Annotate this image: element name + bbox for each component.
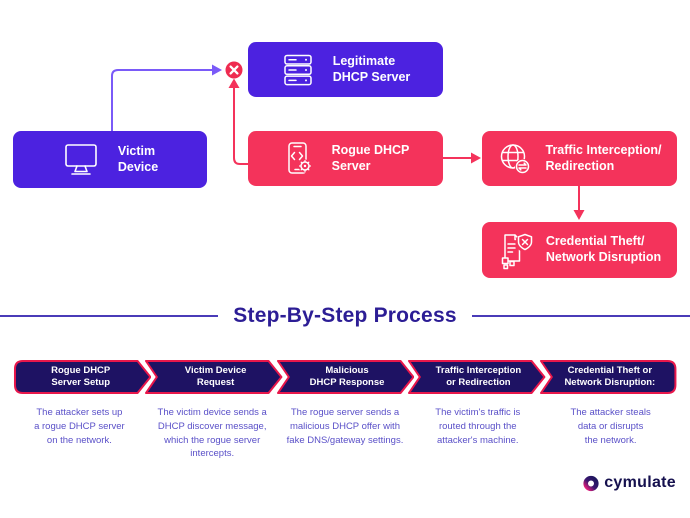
step-2-victim-device-request: Victim Device Request xyxy=(144,359,282,395)
step-title: Rogue DHCP Server Setup xyxy=(51,364,111,388)
step-title: Malicious DHCP Response xyxy=(309,364,385,388)
phone-code-gear-icon xyxy=(287,141,312,174)
traffic-interception-label: Traffic Interception/ Redirection xyxy=(545,142,662,173)
step-title: Credential Theft or Network Disruption: xyxy=(564,364,656,388)
step-1-rogue-dhcp-server-setup: Rogue DHCP Server Setup xyxy=(13,359,151,395)
chevron-shape xyxy=(276,359,414,395)
step-description: The victim's traffic is routed through t… xyxy=(435,407,521,446)
traffic-interception-box: Traffic Interception/ Redirection xyxy=(482,131,677,186)
victim-device-label: Victim Device xyxy=(117,143,159,174)
chevron-shape xyxy=(539,359,677,395)
title-rule-left xyxy=(0,315,219,317)
x-circle-icon xyxy=(225,61,243,79)
process-title: Step-By-Step Process xyxy=(233,304,457,327)
document-shield-x-icon xyxy=(501,233,534,270)
step-title: Victim Device Request xyxy=(184,364,247,388)
step-description: The attacker sets up a rogue DHCP server… xyxy=(34,407,125,446)
legitimate-dhcp-server-box: Legitimate DHCP Server xyxy=(248,42,443,97)
chevron-shape xyxy=(13,359,151,395)
credential-theft-label: Credential Theft/ Network Disruption xyxy=(545,234,662,264)
process-descriptions: The attacker sets up a rogue DHCP server… xyxy=(13,406,677,461)
globe-redirect-icon xyxy=(500,143,530,174)
cymulate-logo-text: cymulate xyxy=(604,474,676,491)
rogue-dhcp-server-box: Rogue DHCP Server xyxy=(248,131,443,186)
monitor-icon xyxy=(65,143,97,175)
step-3-malicious-dhcp-response: Malicious DHCP Response xyxy=(276,359,414,395)
flow-arrows xyxy=(111,61,585,220)
step-title: Traffic Interception or Redirection xyxy=(435,364,522,388)
chevron-shape xyxy=(144,359,282,395)
process-title-row: Step-By-Step Process xyxy=(0,304,690,328)
process-steps: Rogue DHCP Server Setup Victim Device Re… xyxy=(13,359,677,395)
title-rule-right xyxy=(471,315,690,317)
step-description: The rogue server sends a malicious DHCP … xyxy=(286,407,404,446)
step-description: The attacker steals data or disrupts the… xyxy=(570,407,651,446)
credential-theft-box: Credential Theft/ Network Disruption xyxy=(482,222,677,278)
step-4-traffic-interception: Traffic Interception or Redirection xyxy=(407,359,545,395)
victim-device-box: Victim Device xyxy=(13,131,207,188)
step-description: The victim device sends a DHCP discover … xyxy=(157,407,267,460)
chevron-shape xyxy=(407,359,545,395)
step-5-credential-theft: Credential Theft or Network Disruption: xyxy=(539,359,677,395)
rogue-dhcp-server-label: Rogue DHCP Server xyxy=(331,142,410,173)
cymulate-logo: cymulate xyxy=(582,474,676,492)
server-icon xyxy=(283,54,312,85)
legitimate-dhcp-server-label: Legitimate DHCP Server xyxy=(332,53,411,84)
cymulate-ring-icon xyxy=(583,475,599,492)
